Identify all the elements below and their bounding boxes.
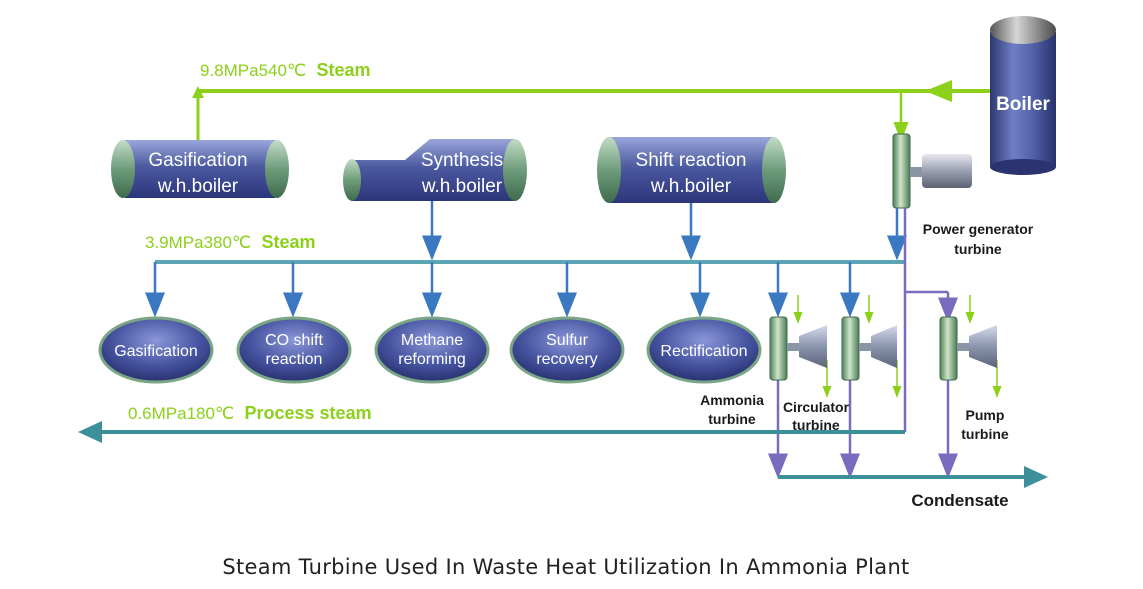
svg-text:recovery: recovery xyxy=(536,351,597,368)
high-pressure-steam-line xyxy=(192,80,990,142)
svg-text:Sulfur: Sulfur xyxy=(546,332,588,349)
process-steam-line xyxy=(78,421,905,443)
high-steam-label: 9.8MPa540℃ Steam xyxy=(200,60,371,80)
consumer-methane-reforming: Methane reforming xyxy=(374,316,490,384)
svg-text:turbine: turbine xyxy=(954,241,1002,257)
svg-text:Gasification: Gasification xyxy=(114,343,198,360)
consumer-gasification: Gasification xyxy=(98,316,214,384)
svg-text:Shift reaction: Shift reaction xyxy=(636,150,747,171)
svg-text:Circulator: Circulator xyxy=(783,399,850,415)
svg-text:Rectification: Rectification xyxy=(660,343,747,360)
condensate-line xyxy=(778,466,1048,488)
diagram-title: Steam Turbine Used In Waste Heat Utiliza… xyxy=(222,555,909,579)
svg-text:CO shift: CO shift xyxy=(265,332,323,349)
svg-text:w.h.boiler: w.h.boiler xyxy=(421,176,503,197)
ammonia-turbine: Ammonia turbine xyxy=(700,316,827,427)
consumer-sulfur-recovery: Sulfur recovery xyxy=(509,316,625,384)
exhaust-lines xyxy=(768,208,958,479)
svg-text:Pump: Pump xyxy=(966,407,1005,423)
svg-text:turbine: turbine xyxy=(792,417,840,433)
medium-steam-label: 3.9MPa380℃ Steam xyxy=(145,232,316,252)
gasification-wh-boiler: Gasification w.h.boiler xyxy=(111,140,289,198)
process-steam-label: 0.6MPa180℃ Process steam xyxy=(128,403,372,423)
shift-reaction-wh-boiler: Shift reaction w.h.boiler xyxy=(597,137,786,203)
pump-turbine: Pump turbine xyxy=(939,316,1009,442)
svg-text:Gasification: Gasification xyxy=(148,150,247,171)
svg-text:reaction: reaction xyxy=(266,351,323,368)
boiler: Boiler xyxy=(990,16,1056,175)
svg-text:Ammonia: Ammonia xyxy=(700,392,764,408)
condensate-label: Condensate xyxy=(911,491,1008,510)
medium-pressure-steam-header xyxy=(145,260,905,318)
svg-text:turbine: turbine xyxy=(961,426,1009,442)
consumer-co-shift-reaction: CO shift reaction xyxy=(236,316,352,384)
svg-text:reforming: reforming xyxy=(398,351,466,368)
power-generator-turbine: Power generator turbine xyxy=(892,133,1034,257)
synthesis-wh-boiler: Synthesis w.h.boiler xyxy=(343,139,527,201)
svg-text:Methane: Methane xyxy=(401,332,463,349)
consumer-rectification: Rectification xyxy=(646,316,762,384)
svg-text:Synthesis: Synthesis xyxy=(421,150,503,171)
svg-text:w.h.boiler: w.h.boiler xyxy=(650,176,732,197)
boiler-label: Boiler xyxy=(996,94,1050,115)
boiler-outlet-arrow xyxy=(925,80,952,102)
svg-text:turbine: turbine xyxy=(708,411,756,427)
svg-text:w.h.boiler: w.h.boiler xyxy=(157,176,239,197)
circulator-turbine: Circulator turbine xyxy=(783,316,897,433)
svg-text:Power generator: Power generator xyxy=(923,221,1034,237)
